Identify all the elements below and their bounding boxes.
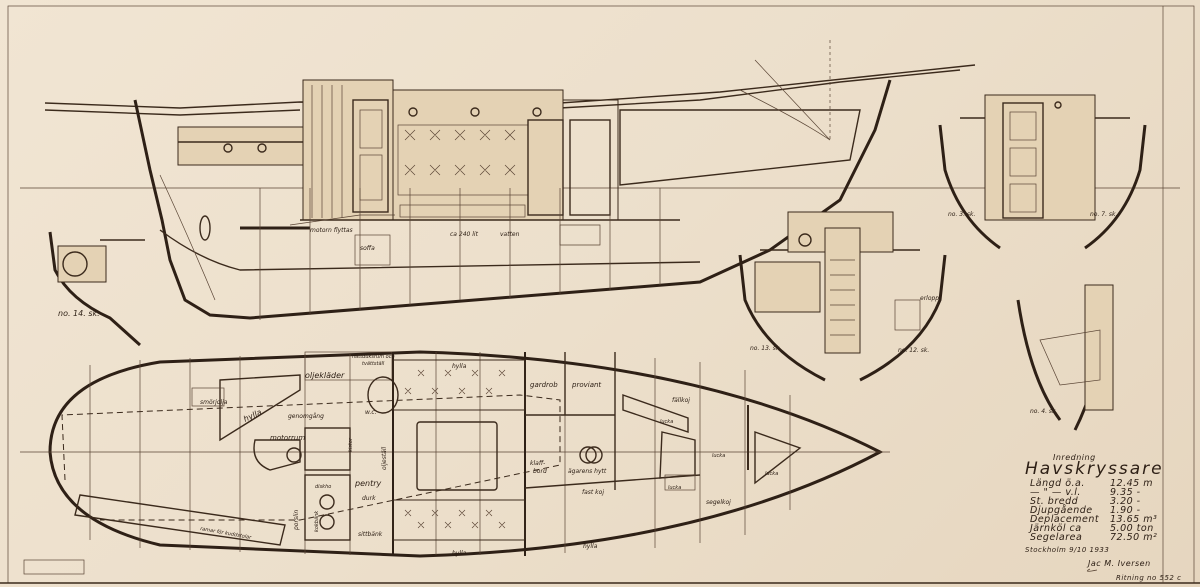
spec-table: Längd ö.a. 12.45 m — " — v.l. 9.35 - St.… [1028, 478, 1157, 543]
plan-label: sittbänk [358, 531, 383, 538]
signature: Jac M. Iversen [1086, 559, 1151, 568]
section-no-4: no. 4. sk. [1016, 284, 1114, 431]
plan-label: lucka [668, 485, 681, 491]
plan-label: bord [533, 468, 547, 475]
plan-label: lucka [660, 419, 673, 425]
plan-label: klaff- [530, 460, 545, 467]
archive-stamp [23, 559, 85, 575]
plan-label: tvättställ [362, 361, 385, 367]
section-no-3-7: no. 3. sk. no. 7. sk. [938, 94, 1147, 250]
spec-label: Längd ö.a. [1030, 478, 1085, 489]
plan-label-oljestall: oljeställ [381, 446, 388, 470]
spec-value: 13.65 m³ [1110, 514, 1157, 525]
plan-label: hylla [452, 550, 467, 557]
plan-label: genomgång [288, 413, 324, 420]
section-no-13: no. 13. sk. no. 12. sk. erlopp [738, 211, 947, 382]
profile-label-tank: ca 240 lit [450, 231, 479, 238]
plan-label: fast koj [582, 489, 604, 496]
spec-value: 9.35 - [1110, 487, 1141, 498]
plan-label: kokbänk [314, 510, 320, 532]
section-label: no. 7. sk. [1090, 211, 1118, 218]
profile-section-view: motorn flyttas ca 240 lit vatten soffa [20, 40, 1180, 320]
plan-label: lucka [712, 453, 725, 459]
place-date: Stockholm 9/10 1933 [1025, 546, 1109, 554]
spec-value: 5.00 ton [1110, 523, 1154, 534]
profile-label-motor: motorn flyttas [310, 227, 353, 234]
plan-label: fällkoj [672, 397, 690, 404]
plan-label: gardrob [530, 381, 558, 389]
section-label: no. 14. sk. [58, 309, 100, 318]
spec-label: Segelarea [1030, 532, 1082, 543]
plan-label: ramar för kuddstolar [200, 526, 253, 541]
section-label: no. 4. sk. [1030, 408, 1058, 415]
plan-label: oljekläder [305, 371, 345, 380]
spec-value: 12.45 m [1110, 478, 1153, 489]
plan-label: nattduksrum och [352, 354, 395, 360]
section-label: no. 12. sk. [898, 347, 929, 354]
spec-label: Djupgående [1030, 505, 1093, 516]
plan-label: hylla [242, 408, 263, 424]
drawing-heading: Inredning [1053, 453, 1096, 462]
plan-label: durk [362, 495, 376, 502]
plan-label: motorrum [270, 434, 305, 442]
plan-label: ägarens hytt [568, 468, 607, 475]
plan-label: hylla [583, 543, 598, 550]
section-label: no. 3. sk. [948, 211, 976, 218]
plan-label: w.c. [365, 409, 377, 416]
plan-label: kistor [348, 437, 354, 452]
spec-value: 1.90 - [1110, 505, 1141, 516]
spec-label: Deplacement [1030, 514, 1100, 525]
spec-value: 3.20 - [1110, 496, 1141, 507]
plan-label: hylla [452, 363, 467, 370]
sheet-border [7, 5, 1195, 584]
title-block: Inredning Havskryssare Längd ö.a. 12.45 … [1025, 453, 1181, 582]
spec-label: — " — v.l. [1030, 487, 1081, 498]
plan-label: proviant [571, 381, 601, 389]
plan-label: porslin [293, 510, 300, 531]
spec-label: Järnköl ca [1028, 523, 1082, 534]
plan-label: diskho [315, 484, 331, 490]
drawing-number: Ritning no 552 c [1116, 574, 1181, 582]
spec-label: St. bredd [1030, 496, 1079, 507]
plan-label: segelkoj [706, 499, 731, 506]
plan-label: lucka [765, 471, 778, 477]
plan-label: smörjolja [200, 399, 228, 406]
plan-view: smörjolja oljekläder hylla genomgång mot… [20, 350, 890, 575]
section-no-14: no. 14. sk. [48, 231, 145, 347]
spec-value: 72.50 m² [1110, 532, 1157, 543]
drawing-title: Havskryssare [1025, 459, 1164, 479]
plan-label-erlopp: erlopp [920, 295, 939, 302]
section-label: no. 13. sk. [750, 345, 781, 352]
plan-label: pentry [354, 479, 381, 488]
profile-label-sofa: soffa [360, 245, 375, 252]
